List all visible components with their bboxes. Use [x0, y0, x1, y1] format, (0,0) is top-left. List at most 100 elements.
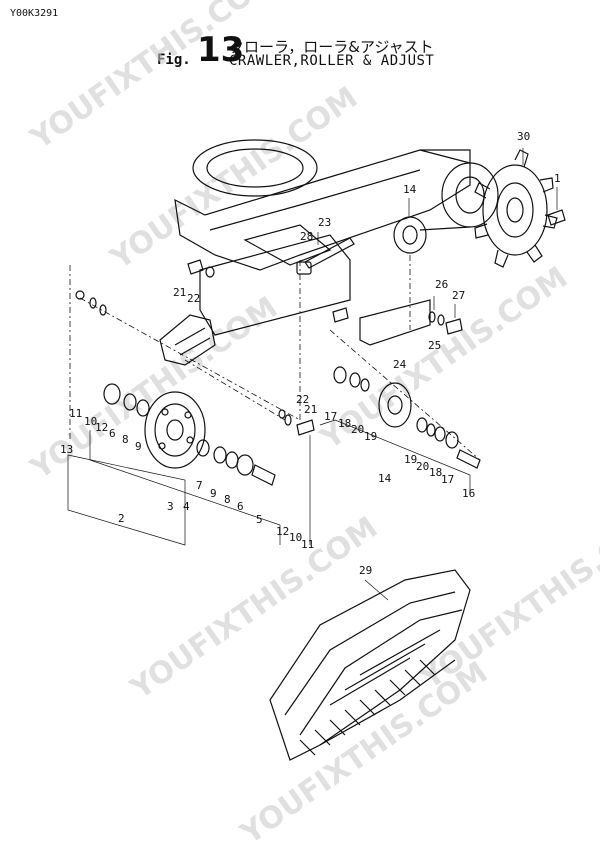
- part-number: 11: [69, 407, 82, 420]
- part-number: 18: [338, 417, 351, 430]
- part-number: 9: [135, 440, 142, 453]
- part-number-labels: 30 1 14 23 28 21 22 26 27 25 24 11 10 12…: [60, 130, 561, 577]
- figure-title-jp: クローラ，ローラ&アジャスト: [229, 38, 434, 56]
- roller-collar-17: [333, 366, 347, 384]
- part-number: 12: [95, 421, 108, 434]
- washer-25: [437, 314, 445, 326]
- travel-motor-body: [419, 149, 471, 231]
- plate-24: [359, 299, 431, 346]
- part-number: 12: [276, 525, 289, 538]
- figure-prefix: Fig.: [157, 52, 191, 68]
- frame-body: [174, 149, 471, 271]
- idler-cylinder: [393, 216, 427, 254]
- bolt-21: [187, 259, 204, 275]
- figure-number: 13: [197, 30, 245, 70]
- part-number: 29: [359, 564, 372, 577]
- part-number: 17: [324, 410, 337, 423]
- part-number: 4: [183, 500, 190, 513]
- part-number: 10: [84, 415, 97, 428]
- washer-small: [89, 297, 97, 309]
- watermark-layer: YOUFIXTHIS.COM YOUFIXTHIS.COM YOUFIXTHIS…: [24, 0, 600, 851]
- part-number: 1: [554, 172, 561, 185]
- part-number: 6: [109, 427, 116, 440]
- washer-26: [428, 311, 436, 323]
- seal-6: [103, 383, 121, 405]
- bolt-23: [304, 237, 355, 269]
- part-number: 9: [210, 487, 217, 500]
- part-number: 22: [296, 393, 309, 406]
- seal-6b: [236, 454, 254, 476]
- swing-ring-inner: [206, 148, 304, 188]
- part-number: 13: [60, 443, 73, 456]
- part-number: 8: [224, 493, 231, 506]
- frame-arm: [243, 224, 332, 266]
- watermark-text: YOUFIXTHIS.COM: [24, 0, 284, 157]
- roller-shaft-16: [456, 449, 481, 469]
- part-number: 20: [416, 460, 429, 473]
- part-number: 28: [300, 230, 313, 243]
- figure-title-en: CRAWLER,ROLLER & ADJUST: [229, 53, 435, 69]
- part-number: 30: [517, 130, 530, 143]
- part-number: 23: [318, 216, 331, 229]
- swing-ring-outer: [192, 139, 318, 197]
- roller-collar-17b: [445, 431, 459, 449]
- frame-side: [209, 169, 421, 231]
- leader-29: [364, 579, 389, 601]
- collar-7: [196, 439, 210, 457]
- nut-28: [296, 261, 312, 275]
- travel-motor-cap: [455, 176, 485, 214]
- part-number: 8: [122, 433, 129, 446]
- part-number: 3: [167, 500, 174, 513]
- part-number: 19: [404, 453, 417, 466]
- guide-plate: [159, 314, 216, 366]
- bearing-8b: [225, 451, 239, 469]
- idler-wheel: [144, 391, 206, 469]
- roller-ring-20: [360, 378, 370, 392]
- document-code: Y00K3291: [10, 8, 59, 19]
- part-number: 17: [441, 473, 454, 486]
- part-number: 18: [429, 466, 442, 479]
- bolt-11: [296, 419, 315, 436]
- part-number: 21: [173, 286, 186, 299]
- seal-9b: [213, 446, 227, 464]
- part-number: 2: [118, 512, 125, 525]
- roller-seal-18: [349, 372, 361, 388]
- watermark-text: YOUFIXTHIS.COM: [414, 500, 600, 697]
- part-number: 24: [393, 358, 407, 371]
- part-number: 6: [237, 500, 244, 513]
- part-number: 27: [452, 289, 465, 302]
- part-number: 5: [256, 513, 263, 526]
- washer-10: [284, 414, 292, 426]
- bearing-8: [123, 393, 137, 411]
- track-roller: [378, 382, 412, 428]
- part-number: 21: [304, 403, 317, 416]
- crawler-track: [269, 569, 471, 761]
- part-number: 10: [289, 531, 302, 544]
- part-number: 19: [364, 430, 377, 443]
- bolt-1: [547, 209, 566, 226]
- roller-seal-18b: [434, 426, 446, 442]
- part-number: 14: [378, 472, 392, 485]
- watermark-text: YOUFIXTHIS.COM: [124, 510, 384, 707]
- line-art: [67, 139, 566, 761]
- part-number: 20: [351, 423, 364, 436]
- seal-9: [136, 399, 150, 417]
- roller-ring-20b: [426, 423, 436, 437]
- bolt-22r: [332, 307, 349, 323]
- bolt-27: [445, 318, 463, 335]
- shaft-5: [251, 464, 276, 486]
- frame-lower-plate: [199, 234, 351, 336]
- part-number: 11: [301, 538, 314, 551]
- part-number: 14: [403, 183, 417, 196]
- part-number: 22: [187, 292, 200, 305]
- leader-lines: [67, 148, 558, 546]
- reference-lines: [69, 255, 481, 461]
- part-number: 25: [428, 339, 441, 352]
- part-number: 16: [462, 487, 475, 500]
- part-number: 7: [196, 479, 203, 492]
- washer-small: [75, 290, 85, 300]
- washer-22: [205, 266, 215, 278]
- roller-ring-19: [416, 417, 428, 433]
- part-number: 26: [435, 278, 448, 291]
